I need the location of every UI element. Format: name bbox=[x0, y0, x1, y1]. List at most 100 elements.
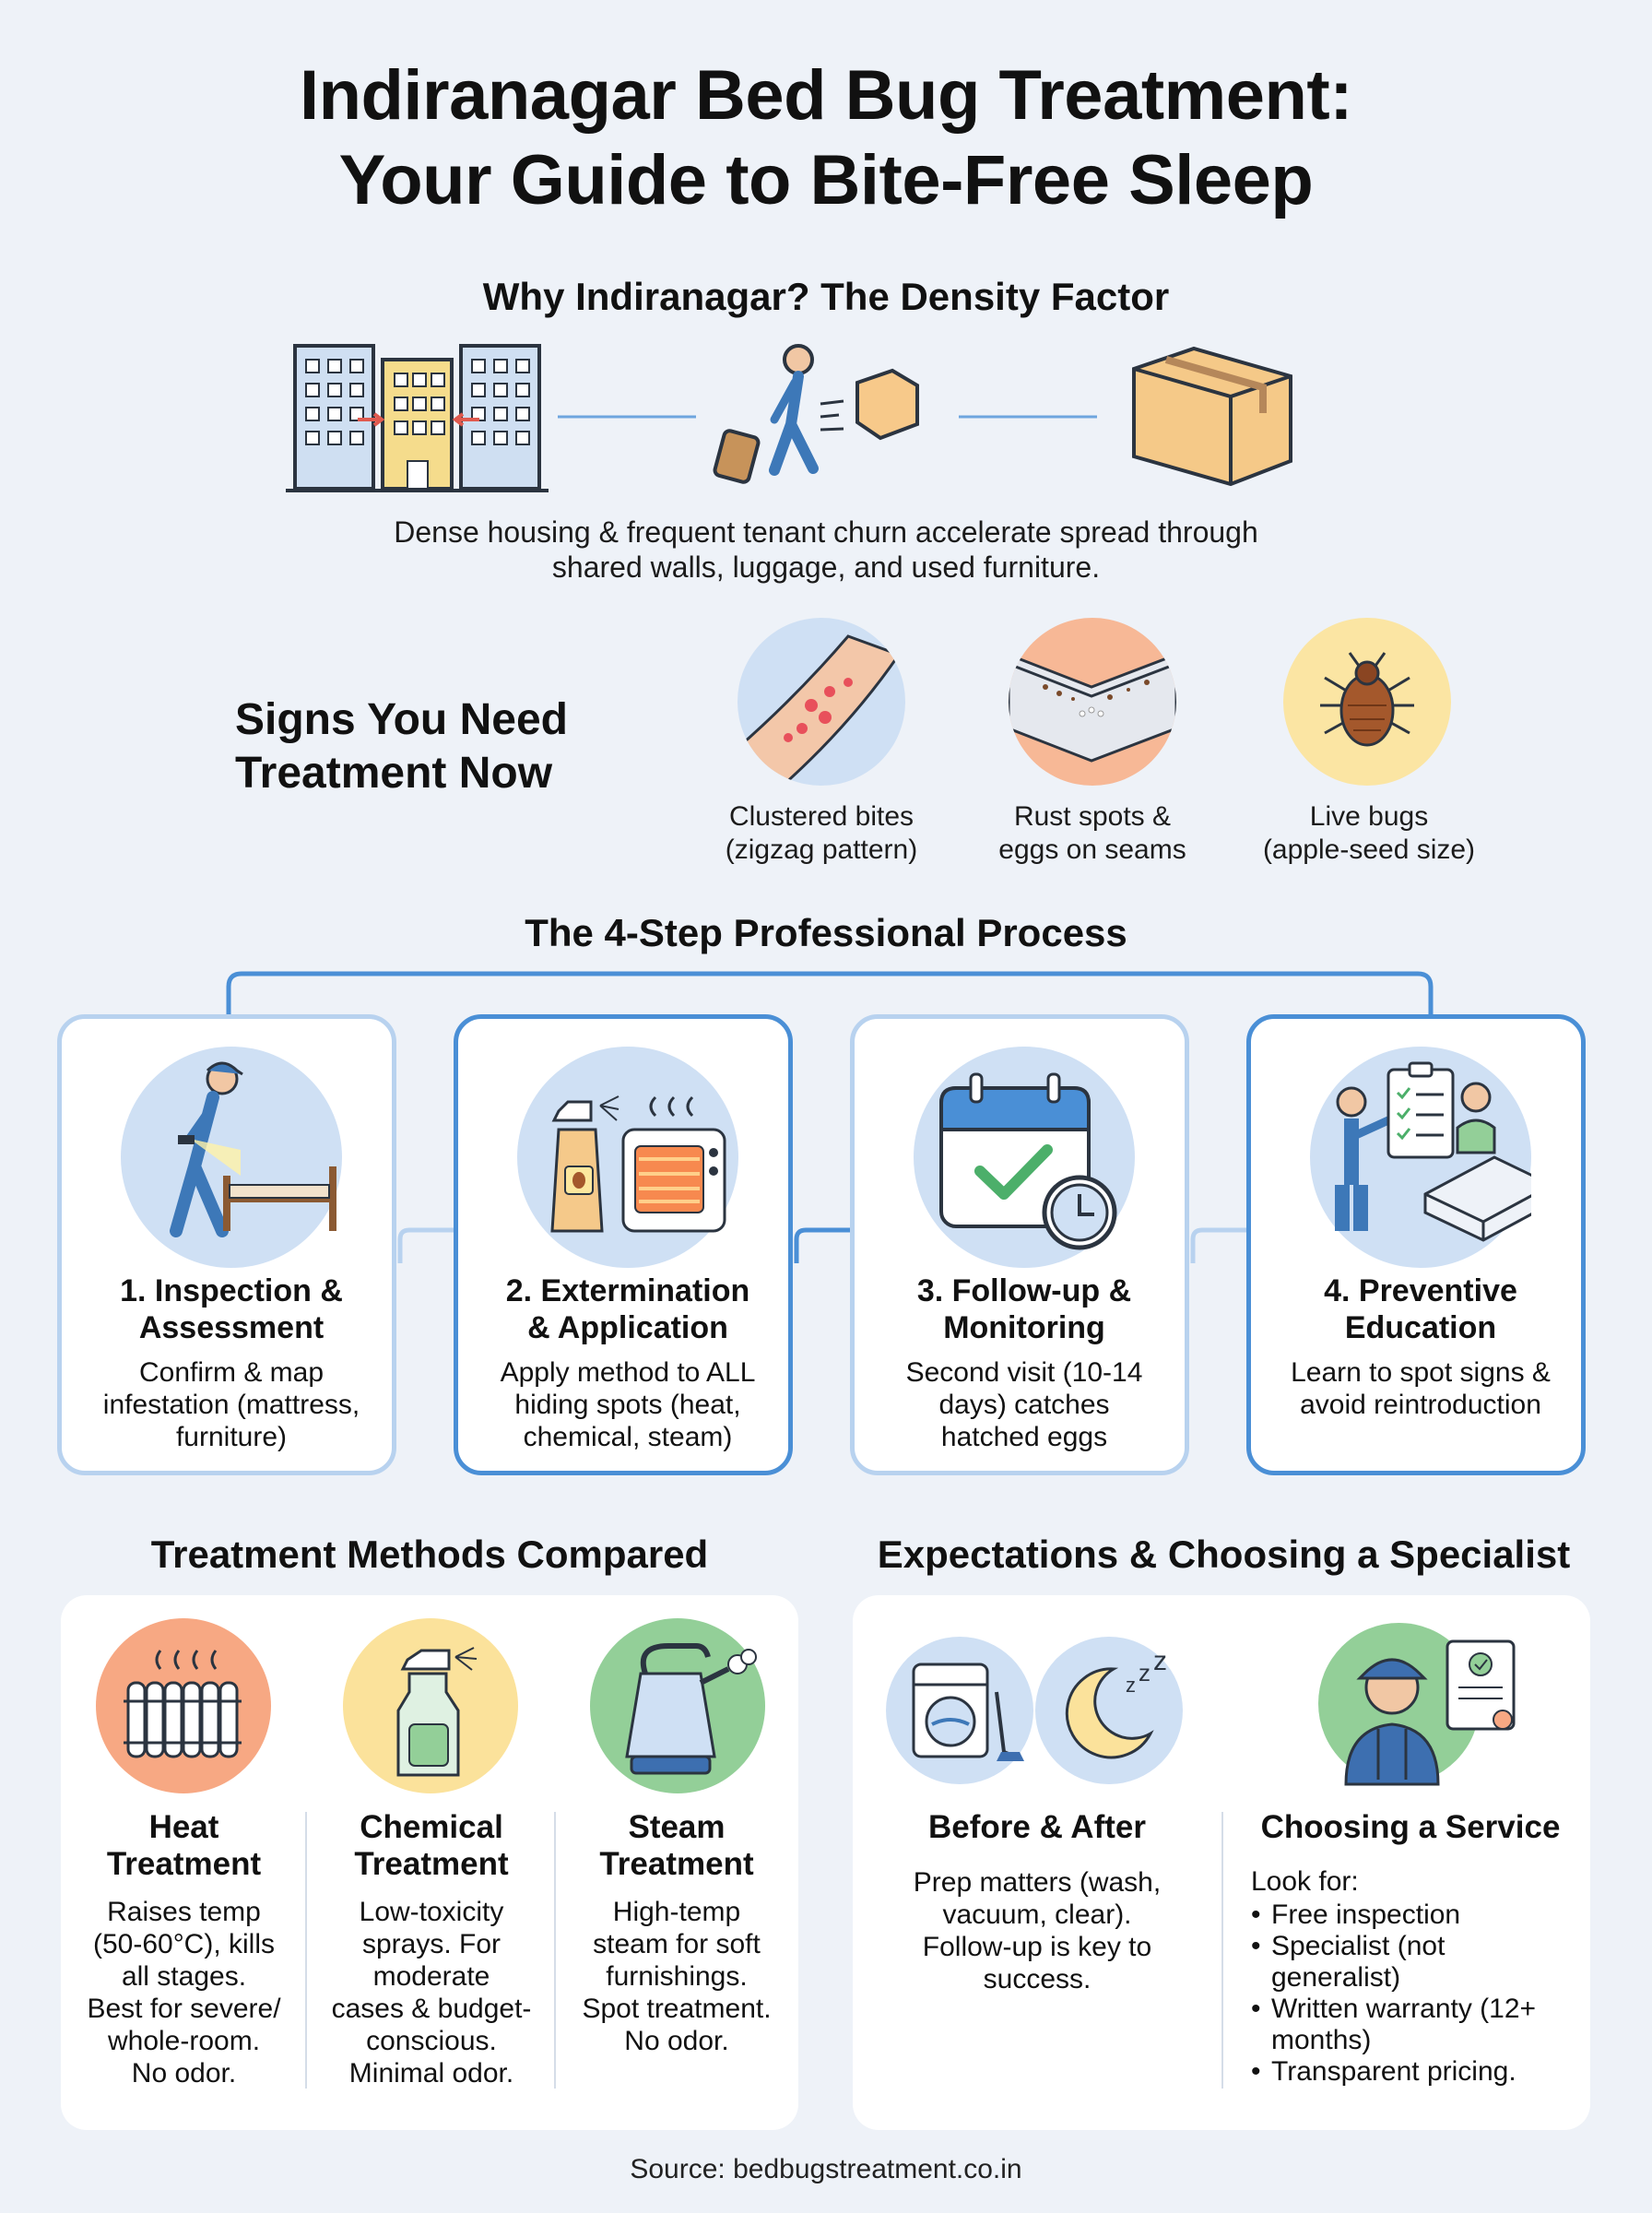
svg-text:z: z bbox=[1139, 1659, 1150, 1686]
radiator-heater-icon bbox=[96, 1618, 271, 1793]
method-heat-desc-line: (50-60°C), kills bbox=[92, 1929, 276, 1959]
sign-bugs-line-2: (apple-seed size) bbox=[1262, 834, 1476, 865]
before-after-desc-line: vacuum, clear). bbox=[942, 1899, 1132, 1930]
step-2-title-line-2: & Application bbox=[527, 1310, 728, 1345]
step-2-desc-line-3: chemical, steam) bbox=[523, 1422, 733, 1452]
inspection-icon bbox=[121, 1047, 342, 1268]
method-heat-desc-line: whole-room. bbox=[107, 2026, 261, 2056]
step-3-desc-line-2: days) catches bbox=[938, 1390, 1110, 1420]
method-heat-desc: Raises temp (50-60°C), kills all stages.… bbox=[65, 1896, 303, 2089]
step-2-desc-line-1: Apply method to ALL bbox=[500, 1357, 756, 1388]
expectations-heading: Expectations & Choosing a Specialist bbox=[877, 1533, 1571, 1576]
density-caption-line-2: shared walls, luggage, and used furnitur… bbox=[551, 550, 1101, 584]
step-3-desc-line-3: hatched eggs bbox=[940, 1422, 1108, 1452]
step-3-title-line-2: Monitoring bbox=[943, 1310, 1105, 1345]
sign-item-live-bugs: Live bugs (apple-seed size) bbox=[1221, 800, 1516, 867]
process-heading: The 4-Step Professional Process bbox=[525, 911, 1127, 954]
sign-item-bites: Clustered bites (zigzag pattern) bbox=[682, 800, 961, 867]
step-card-inspection: 1. Inspection & Assessment Confirm & map… bbox=[57, 1014, 396, 1475]
choosing-service-title: Choosing a Service bbox=[1260, 1809, 1561, 1845]
sign-bites-line-2: (zigzag pattern) bbox=[725, 834, 918, 865]
choosing-service-lead: Look for: bbox=[1251, 1866, 1359, 1897]
before-after-desc-line: Follow-up is key to bbox=[922, 1932, 1152, 1962]
sign-bites-line-1: Clustered bites bbox=[728, 801, 914, 832]
divider bbox=[1221, 1812, 1223, 2089]
calendar-check-icon bbox=[914, 1047, 1135, 1268]
bed-bug-icon bbox=[1283, 618, 1451, 786]
step-4-title: 4. Preventive Education bbox=[1260, 1272, 1581, 1346]
step-card-follow-up: 3. Follow-up & Monitoring Second visit (… bbox=[850, 1014, 1189, 1475]
density-heading: Why Indiranagar? The Density Factor bbox=[482, 275, 1170, 318]
methods-panel: Heat Treatment Raises temp (50-60°C), ki… bbox=[61, 1595, 798, 2130]
step-2-desc: Apply method to ALL hiding spots (heat, … bbox=[471, 1356, 785, 1453]
traveler-with-luggage-icon bbox=[713, 344, 919, 484]
svg-text:z: z bbox=[1153, 1646, 1167, 1676]
divider bbox=[305, 1812, 307, 2089]
step-4-desc-line-2: avoid reintroduction bbox=[1300, 1390, 1541, 1420]
sign-bugs-line-1: Live bugs bbox=[1309, 801, 1429, 832]
method-heat-title: Heat Treatment bbox=[66, 1809, 301, 1883]
step-2-desc-line-2: hiding spots (heat, bbox=[514, 1390, 741, 1420]
divider bbox=[554, 1812, 556, 2089]
list-item: Written warranty (12+ months) bbox=[1251, 1994, 1569, 2056]
method-chemical-desc-line: conscious. bbox=[366, 2026, 497, 2056]
method-chemical-desc-line: cases & budget- bbox=[331, 1994, 532, 2024]
before-after-desc-line: Prep matters (wash, bbox=[913, 1867, 1162, 1898]
list-item: Free inspection bbox=[1251, 1899, 1569, 1931]
density-caption: Dense housing & frequent tenant churn ac… bbox=[0, 515, 1652, 585]
method-heat-desc-line: Best for severe/ bbox=[87, 1994, 281, 2024]
page-title: Indiranagar Bed Bug Treatment: Your Guid… bbox=[0, 53, 1652, 223]
bites-on-arm-icon bbox=[738, 618, 905, 786]
buildings-icon bbox=[286, 344, 549, 492]
density-illustration bbox=[286, 344, 1292, 492]
step-card-preventive-education: 4. Preventive Education Learn to spot si… bbox=[1246, 1014, 1586, 1475]
step-1-desc-line-3: furniture) bbox=[175, 1422, 288, 1452]
signs-heading-line-2: Treatment Now bbox=[235, 749, 553, 798]
method-steam-title-line-1: Steam bbox=[628, 1809, 726, 1845]
spray-and-heater-icon bbox=[517, 1047, 738, 1268]
method-heat-title-line-2: Treatment bbox=[106, 1846, 262, 1882]
method-chemical-desc-line: Minimal odor. bbox=[348, 2058, 514, 2089]
title-line-2: Your Guide to Bite-Free Sleep bbox=[338, 141, 1314, 219]
signs-heading-line-1: Signs You Need bbox=[235, 695, 568, 744]
process-bracket bbox=[226, 971, 1434, 1020]
step-1-desc-line-1: Confirm & map bbox=[138, 1357, 324, 1388]
method-steam-desc-line: Spot treatment. bbox=[582, 1994, 772, 2024]
method-steam-desc-line: furnishings. bbox=[606, 1961, 748, 1992]
steamer-icon bbox=[590, 1618, 765, 1793]
method-heat-desc-line: No odor. bbox=[131, 2058, 237, 2089]
method-chemical-title: Chemical Treatment bbox=[312, 1809, 551, 1883]
method-steam-title: Steam Treatment bbox=[557, 1809, 796, 1883]
signs-heading: Signs You Need Treatment Now bbox=[235, 693, 604, 800]
method-steam-desc-line: No odor. bbox=[624, 2026, 729, 2056]
step-4-title-line-1: 4. Preventive bbox=[1324, 1273, 1517, 1308]
sign-rust-line-1: Rust spots & bbox=[1013, 801, 1172, 832]
methods-heading: Treatment Methods Compared bbox=[150, 1533, 709, 1576]
method-chemical-title-line-1: Chemical bbox=[360, 1809, 503, 1845]
source-credit: Source: bedbugstreatment.co.in bbox=[630, 2154, 1022, 2184]
step-1-title: 1. Inspection & Assessment bbox=[71, 1272, 392, 1346]
chemical-spray-icon bbox=[343, 1618, 518, 1793]
method-chemical-title-line-2: Treatment bbox=[354, 1846, 509, 1882]
step-1-title-line-2: Assessment bbox=[138, 1310, 324, 1345]
education-icon bbox=[1310, 1047, 1553, 1268]
choosing-service-list: Free inspection Specialist (not generali… bbox=[1251, 1899, 1569, 2088]
step-4-desc-line-1: Learn to spot signs & bbox=[1291, 1357, 1551, 1388]
step-3-desc-line-1: Second visit (10-14 bbox=[905, 1357, 1143, 1388]
density-caption-line-1: Dense housing & frequent tenant churn ac… bbox=[394, 515, 1258, 549]
before-after-desc: Prep matters (wash, vacuum, clear). Foll… bbox=[862, 1866, 1212, 1995]
step-3-title-line-1: 3. Follow-up & bbox=[916, 1273, 1132, 1308]
step-1-desc: Confirm & map infestation (mattress, fur… bbox=[75, 1356, 388, 1453]
method-steam-title-line-2: Treatment bbox=[599, 1846, 754, 1882]
method-steam-desc-line: steam for soft bbox=[593, 1929, 761, 1959]
step-card-extermination: 2. Extermination & Application Apply met… bbox=[454, 1014, 793, 1475]
mattress-seam-icon bbox=[1009, 618, 1176, 786]
pest-control-specialist-icon bbox=[1318, 1623, 1516, 1786]
cardboard-box-icon bbox=[1132, 346, 1292, 487]
step-1-title-line-1: 1. Inspection & bbox=[120, 1273, 343, 1308]
step-4-title-line-2: Education bbox=[1344, 1310, 1497, 1345]
method-steam-desc-line: High-temp bbox=[612, 1897, 741, 1927]
method-chemical-desc: Low-toxicity sprays. For moderate cases … bbox=[310, 1896, 553, 2089]
method-steam-desc: High-temp steam for soft furnishings. Sp… bbox=[555, 1896, 798, 2057]
before-after-desc-line: success. bbox=[983, 1964, 1092, 1994]
